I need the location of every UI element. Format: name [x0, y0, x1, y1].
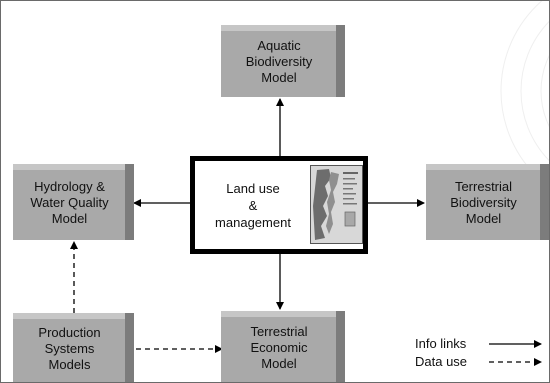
land-use-line-2: & [248, 197, 258, 213]
hydrology-line-2: Water Quality [30, 195, 109, 210]
terrestrial-economic-box: Terrestrial Economic Model [221, 311, 345, 382]
production-line-1: Production [38, 325, 101, 340]
land-use-line-3: management [215, 214, 291, 230]
hydrology-water-quality-box: Hydrology & Water Quality Model [13, 164, 134, 240]
hydrology-line-3: Model [51, 211, 88, 226]
production-systems-box: Production Systems Models [13, 313, 134, 382]
terrestrial-biodiversity-box: Terrestrial Biodiversity Model [426, 164, 549, 240]
terrestrial-bio-line-3: Model [465, 211, 502, 226]
aquatic-line-3: Model [261, 70, 297, 85]
terrestrial-bio-line-1: Terrestrial [454, 179, 513, 194]
hydrology-line-1: Hydrology & [34, 179, 105, 194]
aquatic-line-1: Aquatic [257, 38, 301, 53]
aquatic-line-2: Biodiversity [245, 54, 313, 69]
land-use-line-1: Land use [226, 180, 280, 196]
map-image [311, 166, 362, 243]
terrestrial-bio-line-2: Biodiversity [450, 195, 517, 210]
terrestrial-econ-line-1: Terrestrial [250, 324, 308, 339]
terrestrial-econ-line-3: Model [261, 356, 297, 371]
legend-data-use: Data use [415, 354, 468, 369]
aquatic-biodiversity-box: Aquatic Biodiversity Model [221, 25, 345, 97]
legend-info-links: Info links [415, 336, 467, 351]
map-thumbnail [310, 165, 363, 244]
terrestrial-econ-line-2: Economic [250, 340, 308, 355]
production-line-2: Systems [44, 341, 95, 356]
production-line-3: Models [48, 357, 91, 372]
land-use-management-box: Land use & management [190, 156, 368, 254]
